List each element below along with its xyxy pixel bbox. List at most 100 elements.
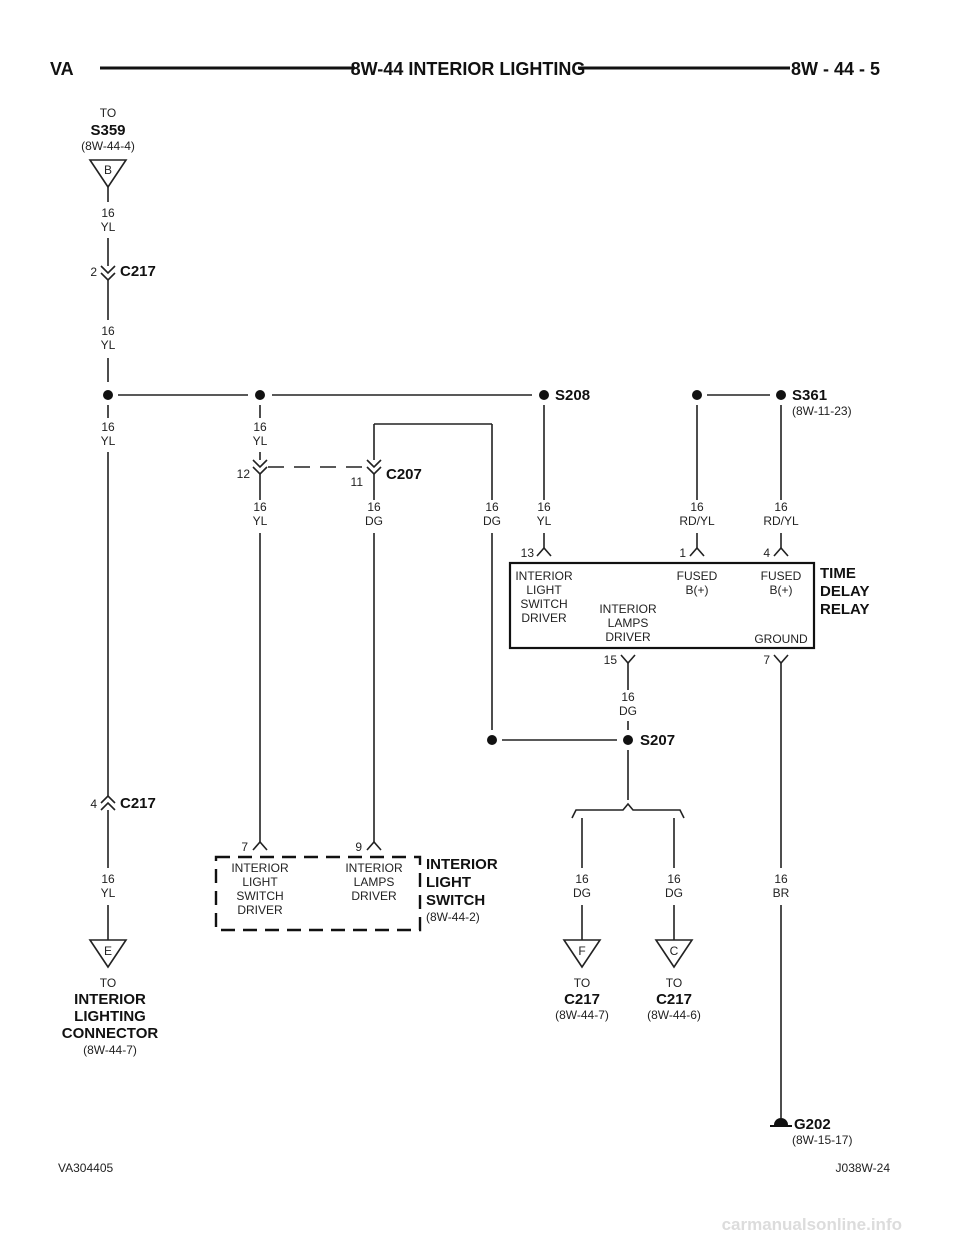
svg-text:SWITCH: SWITCH [426,892,485,909]
c217-f-reference: F TO C217 (8W-44-7) [555,939,609,1022]
svg-text:2: 2 [90,265,97,279]
svg-text:LIGHT: LIGHT [242,875,278,889]
svg-text:INTERIOR: INTERIOR [345,861,403,875]
wire-gauge: 16 [253,500,267,514]
c217-c-reference: C TO C217 (8W-44-6) [647,939,701,1022]
svg-text:13: 13 [521,546,535,560]
pin-9-terminal [366,840,382,851]
g202-ground: G202 (8W-15-17) [770,1116,852,1147]
svg-text:DRIVER: DRIVER [237,903,283,917]
ground-icon [774,1118,788,1125]
pin-7-terminal [252,840,268,851]
connector-b-triangle [88,159,128,189]
wire-gauge: 16 [537,500,551,514]
wire-gauge: 16 [667,872,681,886]
wire-color: YL [537,514,552,528]
splice-dot [255,390,265,400]
svg-text:INTERIOR: INTERIOR [515,569,573,583]
svg-text:GROUND: GROUND [754,632,808,646]
wire-gauge: 16 [621,690,635,704]
svg-text:4: 4 [763,546,770,560]
svg-text:LAMPS: LAMPS [354,875,395,889]
svg-text:DRIVER: DRIVER [605,630,651,644]
svg-text:FUSED: FUSED [761,569,802,583]
wire-gauge: 16 [575,872,589,886]
svg-text:E: E [104,944,112,958]
svg-text:(8W-44-7): (8W-44-7) [555,1008,609,1022]
footer-right: J038W-24 [836,1161,891,1175]
wire-color: DG [365,514,383,528]
svg-text:DRIVER: DRIVER [521,611,567,625]
wire-gauge: 16 [101,324,115,338]
svg-text:C207: C207 [386,466,422,483]
s361-label: S361 [792,387,827,404]
watermark: carmanualsonline.info [722,1215,902,1234]
svg-text:TO: TO [100,976,116,990]
interior-light-switch: 7 9 INTERIOR LIGHT SWITCH DRIVER INTERIO… [214,840,498,932]
wire-color: DG [619,704,637,718]
connector-e-triangle [88,939,128,969]
svg-text:C217: C217 [120,795,156,812]
svg-text:11: 11 [351,475,364,489]
svg-text:7: 7 [763,653,770,667]
pin-4-terminal [773,546,789,557]
svg-text:15: 15 [604,653,618,667]
wire-gauge: 16 [101,872,115,886]
svg-text:INTERIOR: INTERIOR [231,861,289,875]
svg-text:DRIVER: DRIVER [351,889,397,903]
header-page-number: 8W - 44 - 5 [791,59,880,79]
svg-text:(8W-11-23): (8W-11-23) [792,404,852,418]
splice-dot [692,390,702,400]
s361-splice-dot [776,390,786,400]
wire-gauge: 16 [774,500,788,514]
time-delay-relay: 13 1 4 INTERIOR LIGHT SWITCH DRIVER FUSE… [508,546,869,667]
s359-reference: TO S359 (8W-44-4) B [81,106,135,189]
svg-text:INTERIOR: INTERIOR [599,602,657,616]
s208-label: S208 [555,387,590,404]
wire-gauge: 16 [101,420,115,434]
svg-text:7: 7 [241,840,248,854]
footer-left: VA304405 [58,1161,113,1175]
c217-top-connector: 2 C217 [90,263,156,282]
svg-text:B(+): B(+) [769,583,792,597]
svg-text:1: 1 [679,546,686,560]
s207-label: S207 [640,732,675,749]
svg-text:DELAY: DELAY [820,583,869,600]
svg-text:RELAY: RELAY [820,601,869,618]
wire-color: BR [773,886,790,900]
wire-color: YL [101,220,116,234]
wire-gauge: 16 [101,206,115,220]
relay-box [508,561,816,650]
header-title: 8W-44 INTERIOR LIGHTING [351,59,586,79]
connector-c-triangle [654,939,694,969]
pin-7-terminal [773,654,789,665]
svg-text:(8W-44-7): (8W-44-7) [83,1043,137,1057]
svg-text:C: C [670,944,679,958]
wire-gauge: 16 [367,500,381,514]
svg-text:C217: C217 [656,991,692,1008]
pin-1-terminal [689,546,705,557]
wire-color: YL [253,514,268,528]
c207-connector: 12 11 C207 [237,459,422,489]
svg-text:12: 12 [237,467,251,481]
svg-text:INTERIOR: INTERIOR [74,991,146,1008]
header-left: VA [50,59,74,79]
connector-f-triangle [562,939,602,969]
wire-split [571,802,685,819]
svg-text:C217: C217 [564,991,600,1008]
s359-label: S359 [90,122,125,139]
wire-gauge: 16 [690,500,704,514]
svg-text:CONNECTOR: CONNECTOR [62,1025,159,1042]
svg-text:FUSED: FUSED [677,569,718,583]
switch-title: INTERIOR [426,856,498,873]
wire-color: RD/YL [763,514,799,528]
wire-color: YL [101,886,116,900]
s208-splice-dot [539,390,549,400]
svg-text:TO: TO [100,106,116,120]
svg-text:LAMPS: LAMPS [608,616,649,630]
c217-mid-connector: 4 C217 [90,794,156,812]
wire-color: DG [665,886,683,900]
wire-gauge: 16 [253,420,267,434]
